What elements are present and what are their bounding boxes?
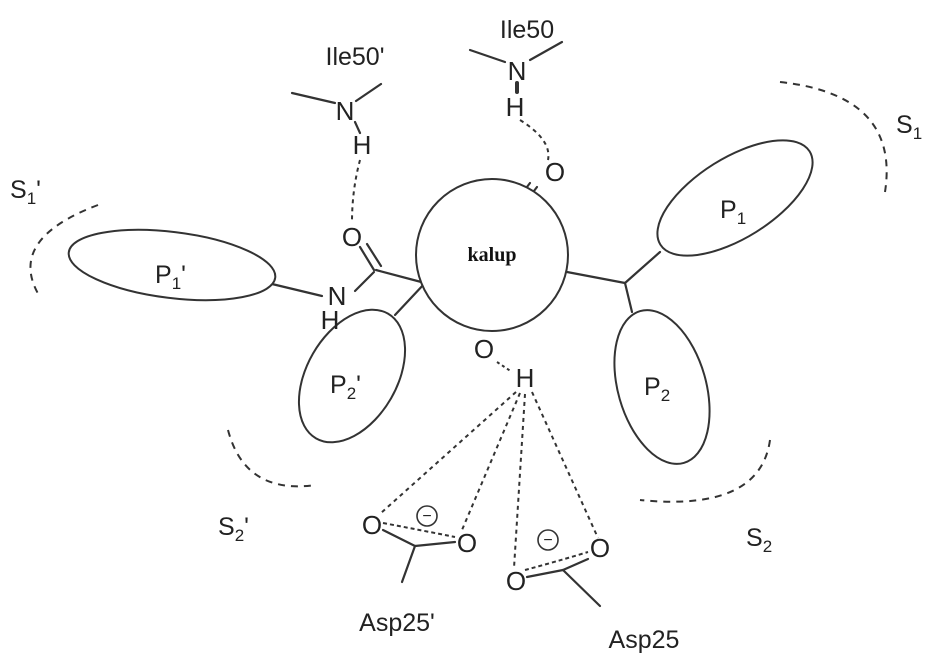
ile50-prime-label: Ile50': [326, 43, 385, 71]
ile50-n-bond-left: [468, 48, 507, 64]
asp25-charge-circle: [537, 529, 559, 551]
amide-h-atom: H: [321, 305, 340, 335]
p1-branch-bond: [623, 250, 662, 285]
h-to-asp25p-o1: [380, 391, 517, 514]
p2-branch-bond: [623, 281, 634, 314]
ile50-prime-n-bond-left: [290, 91, 337, 105]
ile50-prime-hydrogen-bond: [351, 159, 361, 223]
asp25-prime-charge-circle: [416, 505, 438, 527]
ile50-prime-n-bond-right: [354, 82, 383, 103]
carbonyl-double-bond-b: [365, 242, 383, 268]
h-to-asp25-o1: [513, 393, 526, 569]
p1-label: P1: [720, 196, 746, 228]
p2-label: P2: [644, 373, 670, 405]
nh-to-p1prime-bond: [270, 282, 324, 298]
s2-label: S2: [746, 524, 772, 556]
asp25-prime-delocalized-bond: [382, 522, 456, 538]
carbonyl-to-nh-bond: [353, 270, 376, 293]
s1-prime-label: S1': [10, 176, 41, 208]
s1-label: S1: [896, 111, 922, 143]
asp25-prime-o2-atom: O: [457, 528, 477, 558]
p2-group: [613, 309, 711, 465]
ile50-hydrogen-bond: [519, 119, 550, 161]
asp25-prime-label: Asp25': [359, 609, 435, 637]
asp25-delocalized-bond: [524, 551, 589, 571]
asp25-prime-chain-bond: [400, 544, 417, 584]
core-to-p1-bond: [565, 270, 627, 285]
asp25-prime-co-bond-2: [413, 540, 457, 548]
asp25-co-bond-1: [525, 568, 565, 579]
p1-group: [656, 139, 814, 257]
s2-pocket-arc: [639, 439, 771, 503]
asp25-prime-charge-sign: −: [422, 508, 431, 525]
asp25-prime-co-bond-1: [381, 528, 417, 548]
ile50-prime-nh-bond: [353, 120, 362, 135]
hydroxyl-h-atom: H: [516, 363, 535, 393]
p1-prime-group: [67, 228, 277, 302]
ile50-n-bond-right: [528, 40, 564, 62]
p1-prime-label: P1': [155, 261, 186, 293]
hydroxyl-o-atom: O: [474, 334, 494, 364]
h-to-asp25-o2: [531, 391, 599, 539]
core-to-carbonyl-bond: [374, 268, 427, 285]
h-to-asp25p-o2: [461, 392, 521, 531]
amide-n-atom: N: [328, 281, 347, 311]
ile50-prime-h-atom: H: [353, 130, 372, 160]
asp25-label: Asp25: [609, 626, 680, 654]
ile50-n-atom: N: [508, 56, 527, 86]
ile50-prime-n-atom: N: [336, 96, 355, 126]
p2-prime-label: P2': [330, 371, 361, 403]
asp25-o2-atom: O: [590, 533, 610, 563]
asp25-prime-o1-atom: O: [362, 510, 382, 540]
ketone-o-atom: O: [545, 157, 565, 187]
core-to-p2prime-bond: [393, 281, 427, 317]
core-circle: [415, 178, 569, 332]
carbonyl-double-bond-a: [358, 245, 376, 272]
carbonyl-o-atom: O: [342, 222, 362, 252]
asp25-chain-bond: [561, 568, 602, 608]
ile50-h-atom: H: [506, 92, 525, 122]
ile50-label: Ile50: [500, 16, 554, 44]
s1-pocket-arc: [779, 81, 888, 193]
s2-prime-label: S2': [218, 513, 249, 545]
asp25-co-bond-2: [561, 557, 590, 572]
core-label: kalup: [468, 244, 517, 266]
s2-prime-pocket-arc: [227, 429, 317, 488]
asp25-o1-atom: O: [506, 566, 526, 596]
hydroxyl-oh-bond: [496, 361, 513, 373]
asp25-charge-sign: −: [543, 532, 552, 549]
p2-prime-group: [297, 308, 407, 444]
